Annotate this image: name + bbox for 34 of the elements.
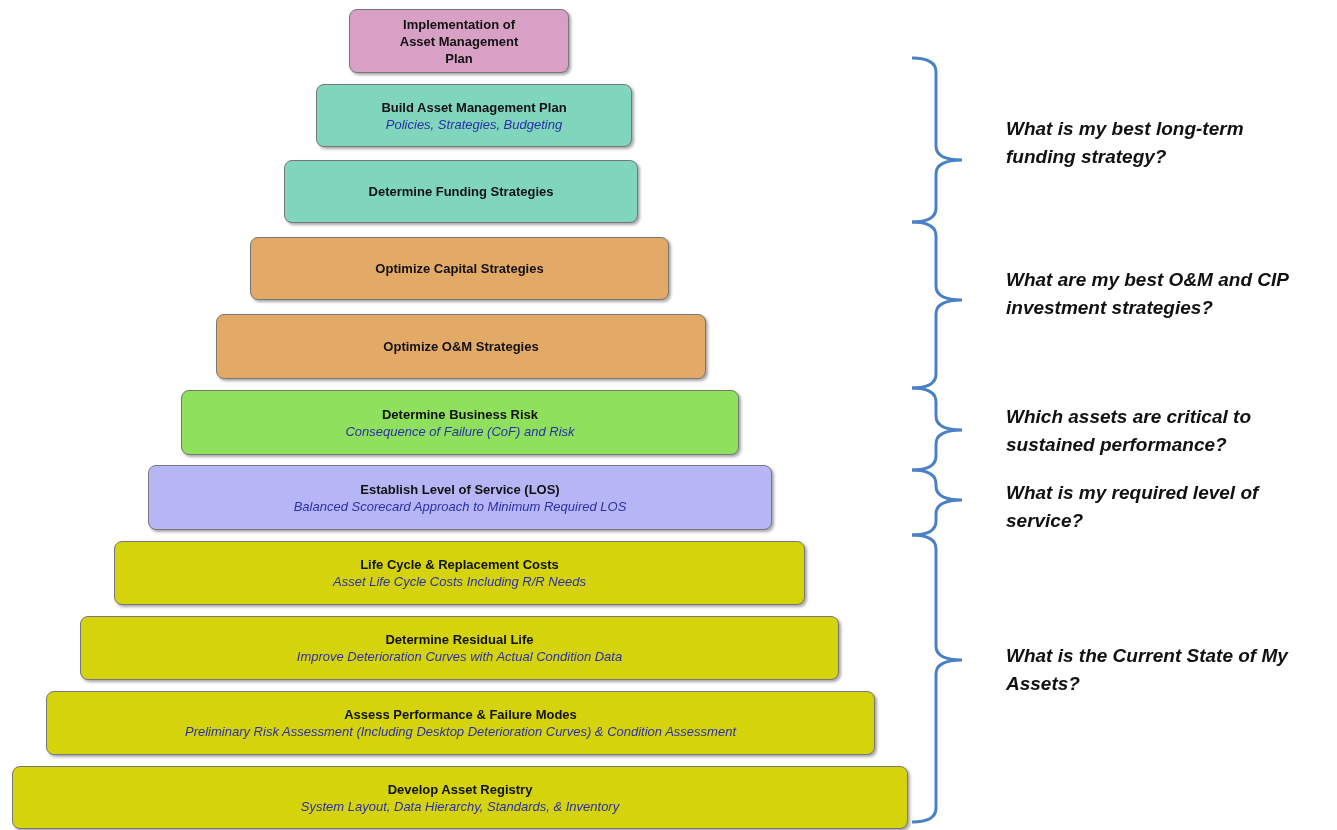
step-title: Assess Performance & Failure Modes xyxy=(344,706,577,723)
step-box xyxy=(316,84,632,147)
step-subtitle: Policies, Strategies, Budgeting xyxy=(385,115,563,133)
step-subtitle: Improve Deterioration Curves with Actual Condition Data xyxy=(296,648,623,665)
step-subtitle: System Layout, Data Hierarchy, Standards, & Inventory xyxy=(300,797,620,815)
step-title: Life Cycle & Replacement Costs xyxy=(360,556,559,573)
step-title: Build Asset Management Plan xyxy=(381,98,567,116)
step-box xyxy=(114,541,805,605)
step-box xyxy=(12,766,908,829)
step-title: Implementation of Asset Management Plan xyxy=(398,15,520,67)
question-text: What is the Current State of My Assets? xyxy=(1006,644,1290,696)
step-title: Optimize Capital Strategies xyxy=(375,260,544,277)
step-title: Establish Level of Service (LOS) xyxy=(360,480,560,498)
step-subtitle: Preliminary Risk Assessment (Including Desktop Deterioration Curves) & Condition Assessment xyxy=(185,723,736,740)
step-title: Determine Residual Life xyxy=(385,631,534,648)
step-subtitle: Balanced Scorecard Approach to Minimum Required LOS xyxy=(293,497,627,515)
question-text: What is my required level of service? xyxy=(1006,481,1261,533)
step-box xyxy=(284,160,638,223)
step-title: Develop Asset Registry xyxy=(387,780,533,798)
step-box xyxy=(349,9,569,73)
step-subtitle: Consequence of Failure (CoF) and Risk xyxy=(345,422,575,440)
step-title: Determine Business Risk xyxy=(381,405,539,423)
step-box xyxy=(80,616,839,680)
step-box xyxy=(250,237,669,300)
step-subtitle: Asset Life Cycle Costs Including R/R Needs xyxy=(333,573,586,590)
step-box xyxy=(181,390,739,455)
step-box xyxy=(148,465,772,530)
step-title: Optimize O&M Strategies xyxy=(383,338,539,355)
question-text: What are my best O&M and CIP investment strategies? xyxy=(1006,267,1290,320)
step-title: Determine Funding Strategies xyxy=(368,183,554,200)
question-text: Which assets are critical to sustained performance? xyxy=(1006,405,1252,457)
step-box xyxy=(216,314,706,379)
question-text: What is my best long-term funding strategy? xyxy=(1006,117,1245,169)
step-box xyxy=(46,691,875,755)
